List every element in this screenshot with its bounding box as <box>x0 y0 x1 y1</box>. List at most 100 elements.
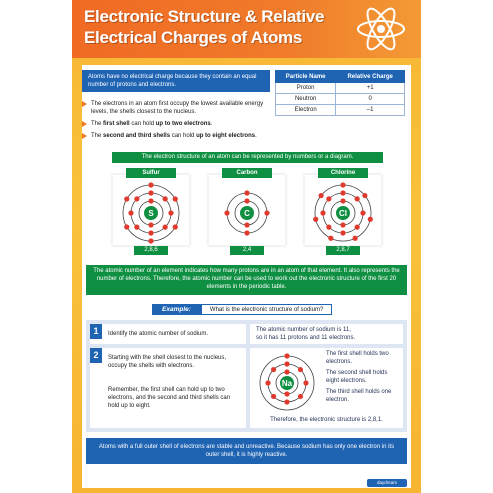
atom-name: Carbon <box>222 168 272 178</box>
electron <box>148 190 154 196</box>
title-line-2: Electrical Charges of Atoms <box>84 28 303 47</box>
sodium-atom-diagram: Na <box>259 353 315 411</box>
poster: Electronic Structure & Relative Electric… <box>72 0 421 493</box>
bullet-list: The electrons in an atom first occupy th… <box>82 100 270 144</box>
electron <box>284 399 290 405</box>
electron <box>244 190 250 196</box>
electron <box>134 224 140 230</box>
electron <box>265 380 271 386</box>
element-symbol: S <box>148 209 154 218</box>
element-symbol: Cl <box>339 209 347 218</box>
electron <box>270 366 277 373</box>
atom-card-sulfur: S Sulfur 2,8,6 <box>112 168 190 256</box>
example-panel: 1 Identify the atomic number of sodium. … <box>86 320 407 432</box>
chlorine-atom-diagram: Cl <box>313 182 373 242</box>
electron <box>224 210 230 216</box>
step-text: Starting with the shell closest to the n… <box>108 355 227 369</box>
atom-card-carbon: C Carbon 2,4 <box>208 168 286 256</box>
electron <box>340 222 346 228</box>
table-header-row: Particle Name Relative Charge <box>274 70 405 83</box>
electron <box>367 216 373 222</box>
nucleus <box>240 206 254 220</box>
electron <box>313 216 319 222</box>
conclusion: Therefore, the electronic structure is 2… <box>270 417 383 423</box>
intro-text: Atoms have no electrical charge because … <box>82 70 270 92</box>
step-1: 1 Identify the atomic number of sodium. <box>90 324 246 344</box>
triangle-bullet-icon <box>82 101 87 107</box>
atom-config: 2,8,6 <box>134 246 168 255</box>
electron <box>340 190 346 196</box>
table-header: Relative Charge <box>335 70 405 83</box>
electron <box>148 238 154 244</box>
table-cell: Electron <box>274 104 337 116</box>
electron <box>244 222 250 228</box>
shell-note: The first shell holds two electrons. <box>326 351 389 365</box>
electron <box>328 235 334 241</box>
atom-config: 2,8,7 <box>326 246 360 255</box>
electron <box>320 210 326 216</box>
electron <box>354 196 360 202</box>
electron <box>148 222 154 228</box>
electron <box>340 198 346 204</box>
electron <box>340 182 346 188</box>
brand-logo: daydream <box>367 479 407 487</box>
page-title: Electronic Structure & Relative Electric… <box>84 6 354 48</box>
electron <box>148 182 154 188</box>
electron <box>303 380 309 386</box>
step-number: 2 <box>90 348 102 363</box>
sodium-answer: Na The first shell holds two electrons. … <box>250 348 403 428</box>
list-item: The first shell can hold up to two elect… <box>82 120 270 128</box>
example-tag: Example: <box>152 304 201 315</box>
nucleus <box>336 206 350 220</box>
sulfur-atom-diagram: S <box>122 182 180 244</box>
nucleus <box>280 376 294 390</box>
bullet-text: The electrons in an atom first occupy th… <box>91 101 264 115</box>
bullet-text: The first shell can hold up to two elect… <box>91 121 213 127</box>
shell-note: The third shell holds one electron. <box>326 389 392 403</box>
electron <box>340 230 346 236</box>
electron <box>270 393 277 400</box>
carbon-atom-diagram: C <box>224 190 270 236</box>
element-symbol: C <box>244 209 250 218</box>
charge-table: Particle Name Relative Charge Proton +1 … <box>274 70 405 116</box>
step-text: Identify the atomic number of sodium. <box>108 331 209 337</box>
electron <box>128 210 134 216</box>
electron <box>297 366 304 373</box>
intro-section: Atoms have no electrical charge because … <box>82 70 270 156</box>
bullet-text: The second and third shells can hold up … <box>91 133 257 139</box>
electron <box>318 192 324 199</box>
triangle-bullet-icon <box>82 121 87 127</box>
header: Electronic Structure & Relative Electric… <box>72 0 421 58</box>
electron <box>326 196 332 202</box>
table-cell: 0 <box>335 93 405 105</box>
electron <box>354 224 360 230</box>
electron <box>134 196 140 202</box>
element-symbol: Na <box>282 379 293 388</box>
electron <box>124 196 130 202</box>
table-cell: Proton <box>274 82 337 94</box>
atom-name: Sulfur <box>126 168 176 178</box>
electron <box>297 393 304 400</box>
atom-config: 2,4 <box>230 246 264 255</box>
electron <box>162 196 168 202</box>
electron <box>124 224 130 230</box>
triangle-bullet-icon <box>82 133 87 139</box>
table-row: Neutron 0 <box>274 93 405 105</box>
electron <box>360 210 366 216</box>
table-row: Electron –1 <box>274 104 405 116</box>
electron <box>244 230 250 236</box>
table-cell: Neutron <box>274 93 337 105</box>
table-header: Particle Name <box>274 70 337 83</box>
shell-note: The second shell holds eight electrons. <box>326 370 388 384</box>
atom-diagram-box: S <box>112 174 190 246</box>
electron <box>148 230 154 236</box>
atom-icon <box>357 7 405 51</box>
electron <box>168 210 174 216</box>
example-question: What is the electronic structure of sodi… <box>200 304 333 315</box>
nucleus <box>144 206 158 220</box>
electron <box>352 235 358 241</box>
atom-diagram-box: Cl <box>304 174 382 246</box>
answer-line: so it has 11 protons and 11 electrons. <box>256 335 356 341</box>
electron <box>148 198 154 204</box>
electron <box>326 224 332 230</box>
